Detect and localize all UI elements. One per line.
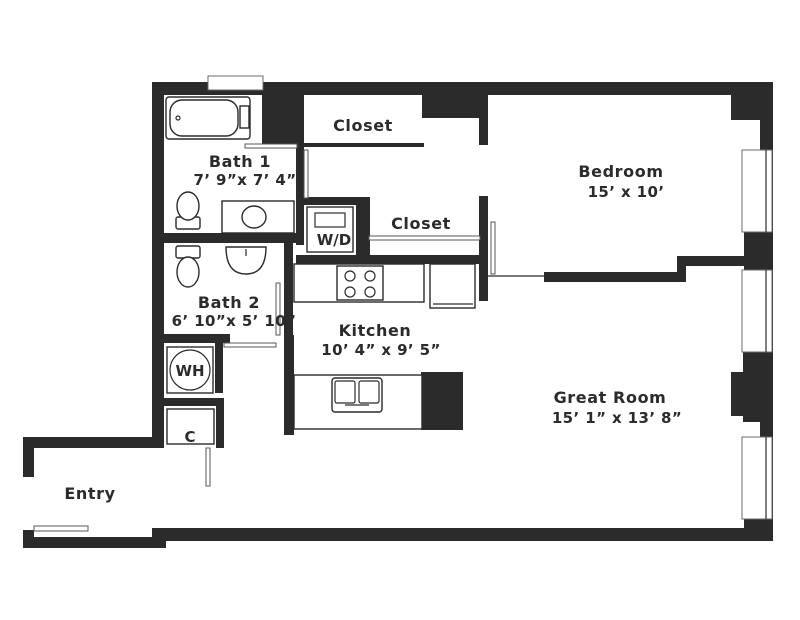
toilet-bath1 — [175, 191, 201, 230]
kitchen-counter-top — [293, 263, 425, 303]
bath2-label: Bath 2 — [198, 293, 260, 312]
sink-bath2 — [225, 246, 267, 275]
water-heater-label: WH — [175, 362, 204, 380]
door-closet-upper — [303, 149, 309, 199]
bath1-label: Bath 1 — [209, 152, 271, 171]
doors — [33, 143, 544, 532]
great-room-dimensions: 15’ 1” x 13’ 8” — [552, 409, 682, 427]
door-coat-closet — [205, 447, 211, 487]
vanity-bath1 — [221, 200, 295, 234]
bedroom-dimensions: 15’ x 10’ — [588, 183, 665, 201]
exterior-walls — [23, 82, 773, 548]
window-bedroom — [741, 149, 773, 233]
washer-dryer-label: W/D — [317, 231, 351, 249]
door-bath1 — [244, 143, 298, 149]
kitchen-label: Kitchen — [339, 321, 412, 340]
window-great-room-lower — [741, 436, 773, 520]
window-great-room-upper — [741, 269, 773, 353]
window-bath1 — [207, 75, 264, 91]
coat-closet-label: C — [184, 428, 195, 446]
interior-walls — [164, 95, 761, 448]
bath2-dimensions: 6’ 10”x 5’ 10” — [172, 312, 297, 330]
bath1-dimensions: 7’ 9”x 7’ 4” — [193, 171, 296, 189]
door-water-heater — [223, 342, 277, 348]
water-heater — [166, 346, 214, 394]
entry-label: Entry — [64, 484, 115, 503]
kitchen-island — [293, 374, 423, 430]
door-bath2 — [275, 282, 281, 336]
closet-lower-label: Closet — [391, 214, 451, 233]
washer-dryer — [306, 206, 354, 253]
great-room-label: Great Room — [554, 388, 667, 407]
bedroom-label: Bedroom — [578, 162, 663, 181]
door-entry — [33, 525, 89, 532]
refrigerator — [429, 263, 476, 309]
kitchen-dimensions: 10’ 4” x 9’ 5” — [321, 341, 440, 359]
closet-upper-label: Closet — [333, 116, 393, 135]
door-closet-lower — [368, 235, 481, 241]
bathtub — [165, 96, 251, 140]
windows — [207, 75, 773, 520]
coat-closet — [166, 408, 215, 445]
toilet-bath2 — [175, 245, 201, 288]
door-bedroom — [490, 221, 496, 275]
